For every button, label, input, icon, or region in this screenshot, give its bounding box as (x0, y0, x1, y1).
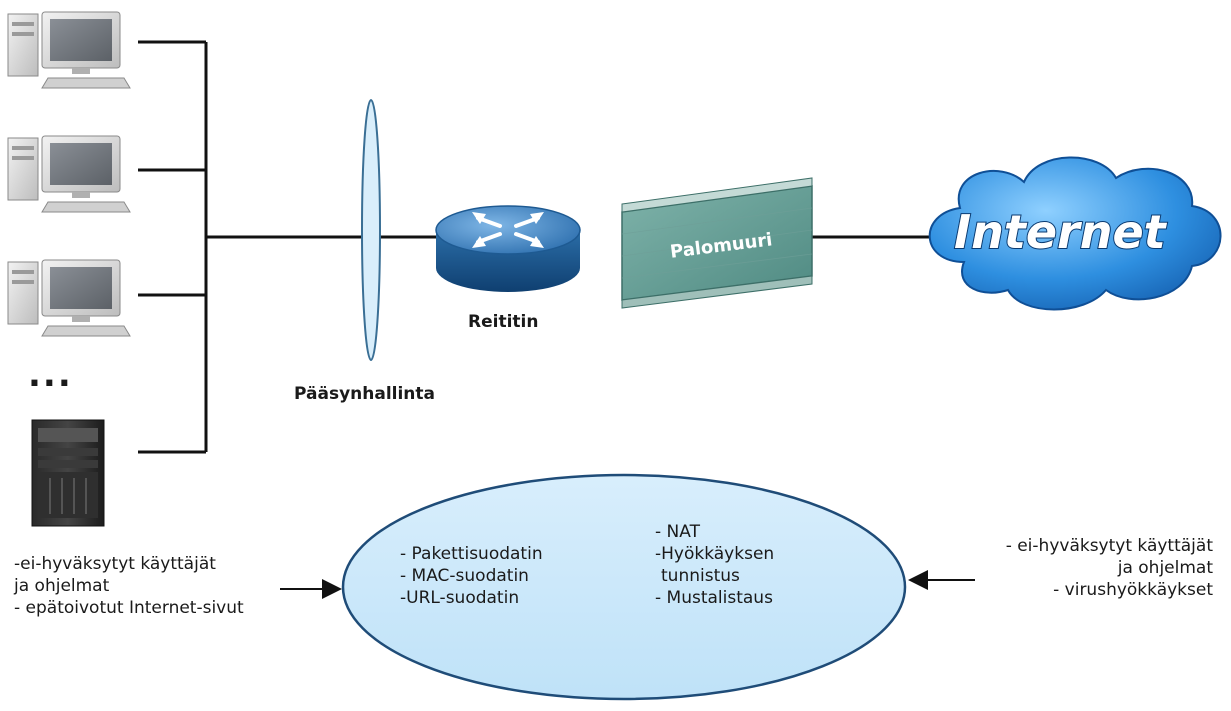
right-note-line: - virushyökkäykset (1053, 580, 1213, 600)
left-note-line: ja ohjelmat (14, 576, 110, 596)
filter-feature: - MAC-suodatin (400, 566, 529, 586)
filter-features-left: - Pakettisuodatin - MAC-suodatin -URL-su… (400, 543, 543, 609)
internet-cloud-icon (928, 156, 1222, 311)
filter-feature: -URL-suodatin (400, 588, 520, 608)
workstation-icon (7, 259, 131, 337)
router-label: Reititin (468, 312, 539, 332)
workstation-icon (7, 135, 131, 213)
left-note-line: -ei-hyväksytyt käyttäjät (14, 554, 216, 574)
router-icon (435, 205, 581, 292)
filter-feature: - NAT (655, 522, 700, 542)
filter-feature: - Pakettisuodatin (400, 544, 543, 564)
internet-label: Internet (954, 205, 1168, 259)
right-note-line: ja ohjelmat (1117, 558, 1213, 578)
server-icon (31, 419, 105, 527)
lan-connection-lines (138, 40, 932, 454)
filter-features-ellipse (341, 473, 907, 701)
filter-feature: - Mustalistaus (655, 588, 773, 608)
left-notes: -ei-hyväksytyt käyttäjät ja ohjelmat - e… (14, 553, 244, 619)
ellipsis-more-devices: ... (28, 355, 73, 395)
access-control-lens (361, 99, 381, 361)
filter-feature: tunnistus (661, 566, 740, 586)
right-notes: - ei-hyväksytyt käyttäjät ja ohjelmat - … (1006, 535, 1213, 601)
access-control-label: Pääsynhallinta (294, 384, 436, 404)
filter-features-right: - NAT -Hyökkäyksen tunnistus - Mustalist… (655, 521, 774, 609)
firewall-icon (621, 177, 813, 309)
filter-feature: -Hyökkäyksen (655, 544, 775, 564)
right-note-line: - ei-hyväksytyt käyttäjät (1005, 536, 1213, 556)
left-note-line: - epätoivotut Internet-sivut (14, 598, 244, 618)
workstation-icon (7, 11, 131, 89)
